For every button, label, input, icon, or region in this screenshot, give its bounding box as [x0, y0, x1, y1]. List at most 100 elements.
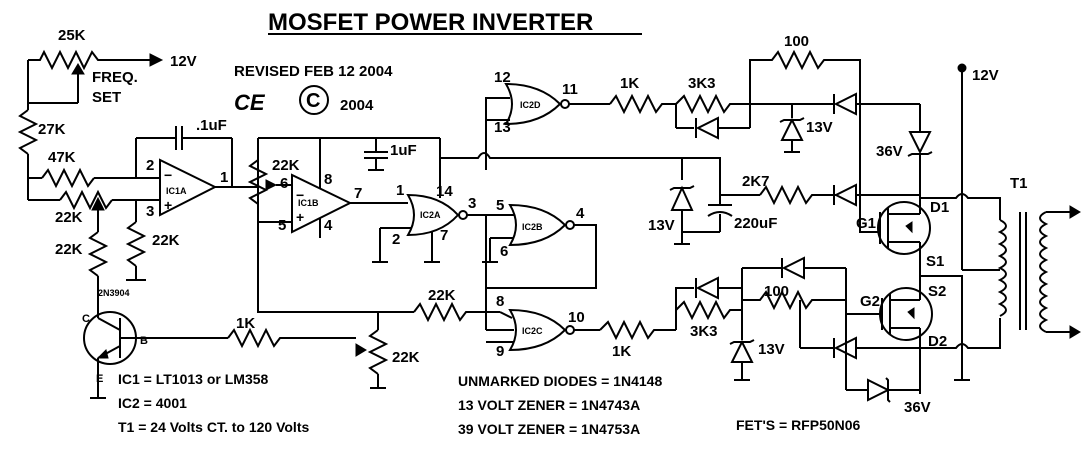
ic2b-pin4: 4	[576, 205, 585, 222]
c-ic1a-label: .1uF	[196, 117, 227, 134]
r25k-label: 25K	[58, 27, 86, 44]
transformer-label: T1	[1010, 175, 1028, 192]
resistor-1k-base	[227, 327, 356, 349]
ic2a-pin1: 1	[396, 182, 404, 199]
r22k-c-label: 22K	[152, 232, 180, 249]
resistor-1k-bottom	[599, 319, 676, 341]
transistor-type-label: 2N3904	[98, 288, 130, 298]
fet-g1-label: G1	[856, 215, 876, 232]
note-z13: 13 VOLT ZENER = 1N4743A	[458, 397, 640, 413]
r22k-b-label: 22K	[55, 241, 83, 258]
ic1b-pin6: 6	[280, 175, 288, 192]
fet-d1-label: D1	[930, 199, 949, 216]
svg-text:+: +	[164, 197, 172, 213]
transistor-2n3904	[83, 300, 228, 399]
ic2b-label: IC2B	[522, 222, 543, 232]
ic2d-pin13: 13	[494, 119, 511, 136]
r27k-label: 27K	[38, 121, 66, 138]
resistor-100-top	[749, 49, 861, 104]
op-amp-ic1b: − +	[247, 137, 440, 313]
note-ic2: IC2 = 4001	[118, 395, 187, 411]
r3k3-top-label: 3K3	[688, 75, 716, 92]
copyright-circle	[299, 85, 329, 115]
resistor-3k3-top	[675, 93, 760, 140]
supply-12v-right: 12V	[972, 67, 999, 84]
ic2c-pin10: 10	[568, 309, 585, 326]
r1k-base-label: 1K	[236, 315, 255, 332]
r22k-pot-label: 22K	[392, 349, 420, 366]
nor-gate-ic2d	[485, 82, 610, 170]
note-fets: FET'S = RFP50N06	[736, 417, 861, 433]
op-amp-ic1a: − +	[135, 126, 258, 217]
note-t1: T1 = 24 Volts CT. to 120 Volts	[118, 419, 309, 435]
ic2c-pin8: 8	[496, 293, 504, 310]
svg-text:+: +	[296, 209, 304, 225]
diagram-title: MOSFET POWER INVERTER	[268, 9, 593, 36]
ic1a-pin3: 3	[146, 203, 154, 220]
drain2-wire	[920, 318, 1001, 349]
capacitor-220uf	[707, 204, 733, 232]
fet-d2-label: D2	[928, 333, 947, 350]
nor-gate-ic2b	[482, 203, 597, 330]
transistor-b-label: B	[140, 335, 148, 347]
r100-bot-label: 100	[764, 283, 789, 300]
zener-13v-a-label: 13V	[806, 119, 833, 136]
transistor-e-label: E	[96, 373, 103, 385]
r1k-bot-label: 1K	[612, 343, 631, 360]
note-z39: 39 VOLT ZENER = 1N4753A	[458, 421, 640, 437]
ic2b-pin6: 6	[500, 243, 508, 260]
r22k-a-label: 22K	[55, 209, 83, 226]
ic1b-pin7: 7	[354, 185, 362, 202]
pot-22k-lower	[355, 312, 389, 389]
ic2c-label: IC2C	[522, 326, 543, 336]
ic2d-pin11: 11	[562, 81, 578, 98]
ic2a-pin3: 3	[468, 195, 476, 212]
supply-rail-wire	[440, 152, 721, 205]
resistor-22k-feedback	[378, 301, 500, 323]
copyright-year: 2004	[340, 97, 374, 114]
mosfet-q1	[859, 104, 931, 276]
drain1-wire	[920, 193, 1001, 220]
supply-12v-left: 12V	[170, 53, 197, 70]
resistor-100-bottom	[742, 256, 847, 390]
diode-gate2-bottom	[799, 300, 920, 360]
ic1a-pin2: 2	[146, 157, 154, 174]
freq-set-line2: SET	[92, 89, 121, 106]
r3k3-bot-label: 3K3	[690, 323, 718, 340]
revision-text: REVISED FEB 12 2004	[234, 63, 393, 80]
ic2a-pin14: 14	[436, 183, 453, 200]
freq-set-line1: FREQ.	[92, 69, 138, 86]
r22k-fb-label: 22K	[428, 287, 456, 304]
pot-22k-input	[28, 189, 160, 216]
ic2d-pin12: 12	[494, 69, 511, 86]
ce-mark: CE	[234, 90, 266, 115]
ic2a-pin2: 2	[392, 231, 400, 248]
zener-36v-top	[860, 103, 933, 198]
zener-13v-c-label: 13V	[758, 341, 785, 358]
c-220uf-label: 220uF	[734, 215, 777, 232]
ic1b-label: IC1B	[298, 198, 319, 208]
transformer-t1	[997, 205, 1081, 339]
transistor-c-label: C	[82, 313, 90, 325]
ic2c-pin9: 9	[496, 343, 504, 360]
nor-gate-ic2c	[486, 308, 600, 352]
zener-36v-bottom	[846, 377, 920, 403]
r47k-label: 47K	[48, 149, 76, 166]
ic1b-pin8: 8	[324, 171, 332, 188]
freq-pot-25k	[27, 49, 164, 104]
ic2a-pin7: 7	[440, 227, 448, 244]
r1k-top-label: 1K	[620, 75, 639, 92]
ic1b-pin4: 4	[324, 217, 333, 234]
resistor-22k-bias	[87, 216, 109, 300]
copyright-symbol: C	[306, 90, 320, 112]
ic2b-pin5: 5	[496, 197, 504, 214]
resistor-27k	[17, 103, 39, 200]
zener-13v-mid	[669, 158, 720, 245]
fet-g2-label: G2	[860, 293, 880, 310]
r22k-ic1b-label: 22K	[272, 157, 300, 174]
ic1a-label: IC1A	[166, 186, 187, 196]
source-ground	[920, 275, 970, 381]
resistor-2k7	[720, 183, 920, 207]
ic2d-label: IC2D	[520, 100, 541, 110]
